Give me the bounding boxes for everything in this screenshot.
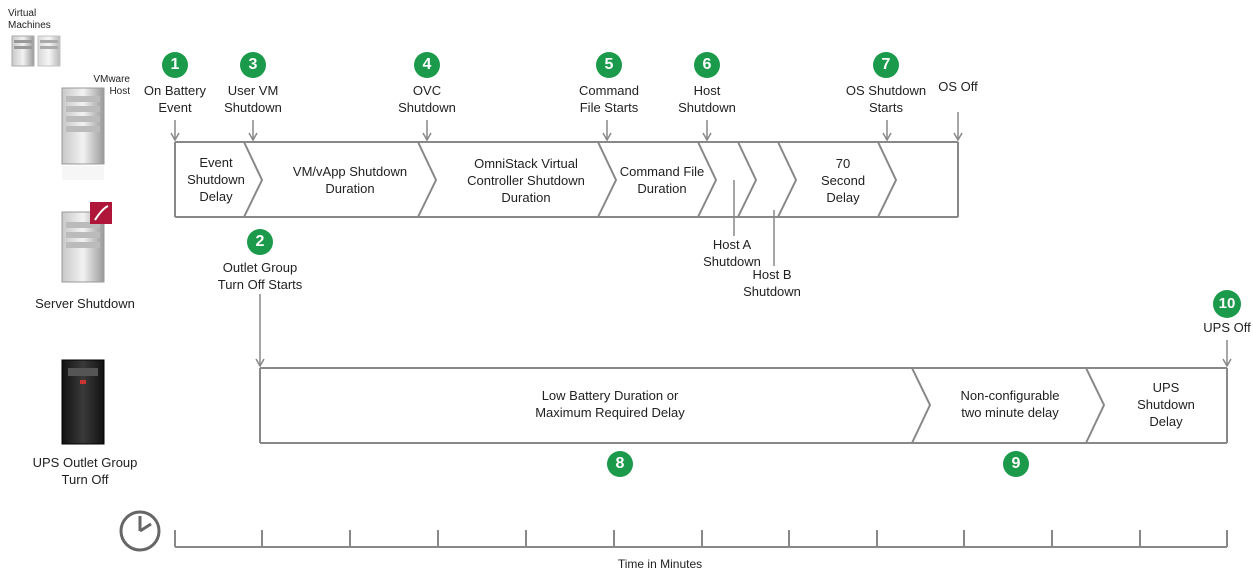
vmware-host-server-icon <box>61 87 105 180</box>
clock-icon <box>119 510 161 552</box>
top-chevrons <box>243 141 898 218</box>
step-badge-2: 2 <box>247 229 273 255</box>
host-a-shutdown-label: Host A Shutdown <box>703 237 761 269</box>
user-vm-shutdown-label: User VM Shutdown <box>224 83 282 115</box>
host-shutdown-label: Host Shutdown <box>678 83 736 115</box>
step-badge-1: 1 <box>162 52 188 78</box>
event-shutdown-delay-label: Event Shutdown Delay <box>187 155 245 204</box>
on-battery-event-label: On Battery Event <box>143 83 207 115</box>
command-file-starts-label: Command File Starts <box>579 83 639 115</box>
virtual-machines-label: Virtual Machines <box>8 8 51 31</box>
vm-vapp-shutdown-label: VM/vApp Shutdown Duration <box>292 164 408 196</box>
ups-outlet-group-label: UPS Outlet Group Turn Off <box>32 455 138 487</box>
low-battery-duration-label: Low Battery Duration or Maximum Required… <box>535 388 685 420</box>
command-file-duration-label: Command File Duration <box>619 164 705 196</box>
vmware-host-label: VMware Host <box>93 74 130 97</box>
top-timeline-bar <box>174 141 959 218</box>
step-badge-8: 8 <box>607 451 633 477</box>
seventy-second-delay-label: 70 Second Delay <box>820 156 866 205</box>
server-shutdown-icon <box>61 202 112 283</box>
outlet-group-turn-off-starts-label: Outlet Group Turn Off Starts <box>217 260 303 292</box>
step-badge-5: 5 <box>596 52 622 78</box>
step-badge-7: 7 <box>873 52 899 78</box>
step-badge-6: 6 <box>694 52 720 78</box>
omnistack-controller-shutdown-label: OmniStack Virtual Controller Shutdown Du… <box>467 156 585 205</box>
outlet-group-arrow <box>255 294 265 368</box>
two-minute-delay-label: Non-configurable two minute delay <box>960 388 1060 420</box>
ovc-shutdown-label: OVC Shutdown <box>398 83 456 115</box>
ups-off-arrow <box>1222 340 1232 368</box>
step-badge-4: 4 <box>414 52 440 78</box>
os-off-label: OS Off <box>938 79 978 94</box>
virtual-machines-icon <box>11 35 61 67</box>
step-badge-3: 3 <box>240 52 266 78</box>
server-shutdown-label: Server Shutdown <box>35 296 135 311</box>
top-event-arrows <box>170 112 963 142</box>
step-badge-10: 10 <box>1213 290 1241 318</box>
os-shutdown-starts-label: OS Shutdown Starts <box>845 83 927 115</box>
ups-shutdown-delay-label: UPS Shutdown Delay <box>1137 380 1195 429</box>
bottom-timeline-bar <box>259 367 1228 444</box>
step-badge-9: 9 <box>1003 451 1029 477</box>
ups-icon <box>61 359 105 445</box>
host-b-shutdown-label: Host B Shutdown <box>743 267 801 299</box>
ups-off-label: UPS Off <box>1203 320 1251 335</box>
time-axis-label: Time in Minutes <box>617 557 703 571</box>
time-axis <box>174 530 1228 548</box>
